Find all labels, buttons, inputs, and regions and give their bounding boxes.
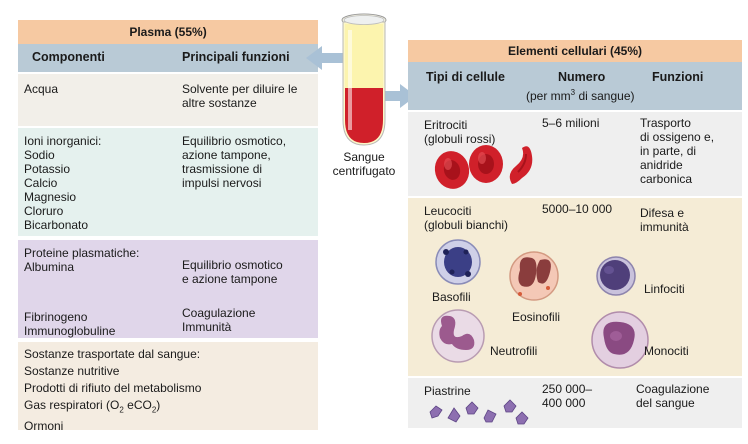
platelet [465, 401, 479, 415]
cell-type-column-label: Tipi di cellule [426, 70, 505, 84]
plasma-row-water: Acqua Solvente per diluire le altre sost… [18, 74, 318, 126]
platelets-type: Piastrine [424, 384, 471, 398]
cells-column-header: Tipi di cellule Numero (per mm3 di sangu… [408, 62, 742, 110]
tube-label: Sangue centrifugato [332, 150, 396, 178]
plasma-row-proteins: Proteine plasmatiche: Albumina Equilibri… [18, 240, 318, 338]
arrow-to-plasma [306, 46, 346, 70]
monocyte-cell [591, 311, 649, 369]
ions-components: Ioni inorganici: Sodio Potassio Calcio M… [24, 134, 102, 232]
basophils-label: Basofili [432, 290, 471, 304]
lymphocyte-cell [596, 256, 636, 296]
leukocytes-type: Leucociti (globuli bianchi) [424, 204, 509, 232]
cells-title: Elementi cellulari (45%) [507, 44, 643, 58]
water-functions: Solvente per diluire le altre sostanze [182, 82, 298, 110]
red-blood-cell [469, 145, 503, 183]
platelet [447, 407, 461, 423]
leukocytes-illustration [431, 239, 649, 369]
neutrophils-label: Neutrofili [490, 344, 538, 358]
red-blood-cell-side [509, 146, 533, 184]
plasma-row-ions: Ioni inorganici: Sodio Potassio Calcio M… [18, 128, 318, 236]
platelets-function: Coagulazione del sangue [636, 382, 710, 410]
neutrophil-cell [431, 309, 485, 363]
erythrocytes-number: 5–6 milioni [542, 116, 600, 130]
platelet [503, 399, 517, 413]
platelets-number: 250 000– 400 000 [542, 382, 593, 410]
leukocytes-number: 5000–10 000 [542, 202, 613, 216]
eosinophil-cell [509, 251, 559, 301]
plasma-column-header: Componenti Principali funzioni [18, 44, 318, 72]
red-blood-cell [434, 151, 470, 189]
plasma-title: Plasma (55%) [129, 25, 207, 39]
proteins-components: Proteine plasmatiche: Albumina [24, 246, 140, 274]
components-column-label: Componenti [32, 50, 105, 64]
cells-header: Elementi cellulari (45%) [408, 40, 742, 62]
cells-row-platelets: Piastrine 250 000– 400 000 Coagulazione … [408, 378, 742, 428]
erythrocytes-type: Eritrociti (globuli rossi) [424, 118, 496, 146]
proteins-components-b: Fibrinogeno Immunoglobuline [24, 310, 116, 338]
monocytes-label: Monociti [644, 344, 689, 358]
leukocytes-function: Difesa e immunità [640, 206, 689, 234]
transported-components: Sostanze trasportate dal sangue: Sostanz… [24, 347, 202, 434]
basophil-cell [435, 239, 481, 285]
platelets-illustration [429, 399, 529, 425]
ions-functions: Equilibrio osmotico, azione tampone, tra… [182, 134, 287, 190]
proteins-functions-b: Coagulazione Immunità [182, 306, 256, 334]
cells-row-erythrocytes: Eritrociti (globuli rossi) 5–6 milioni T… [408, 112, 742, 196]
plasma-row-transported: Sostanze trasportate dal sangue: Sostanz… [18, 342, 318, 433]
cells-row-leukocytes: Leucociti (globuli bianchi) 5000–10 000 … [408, 198, 742, 376]
erythrocytes-illustration [434, 145, 533, 189]
lymphocytes-label: Linfociti [644, 282, 685, 296]
platelet [483, 409, 497, 423]
platelet [515, 411, 529, 425]
centrifuged-tube [341, 13, 387, 146]
platelet [429, 405, 443, 419]
function-column-label: Funzioni [652, 70, 704, 84]
water-components: Acqua [24, 82, 59, 96]
functions-column-label: Principali funzioni [182, 50, 290, 64]
proteins-functions: Equilibrio osmotico e azione tampone [182, 258, 283, 286]
number-column-unit: (per mm3 di sangue) [526, 88, 635, 103]
eosinophils-label: Eosinofili [512, 310, 561, 324]
erythrocytes-function: Trasporto di ossigeno e, in parte, di an… [640, 116, 715, 186]
number-column-label: Numero [558, 70, 606, 84]
plasma-header: Plasma (55%) [18, 20, 318, 44]
